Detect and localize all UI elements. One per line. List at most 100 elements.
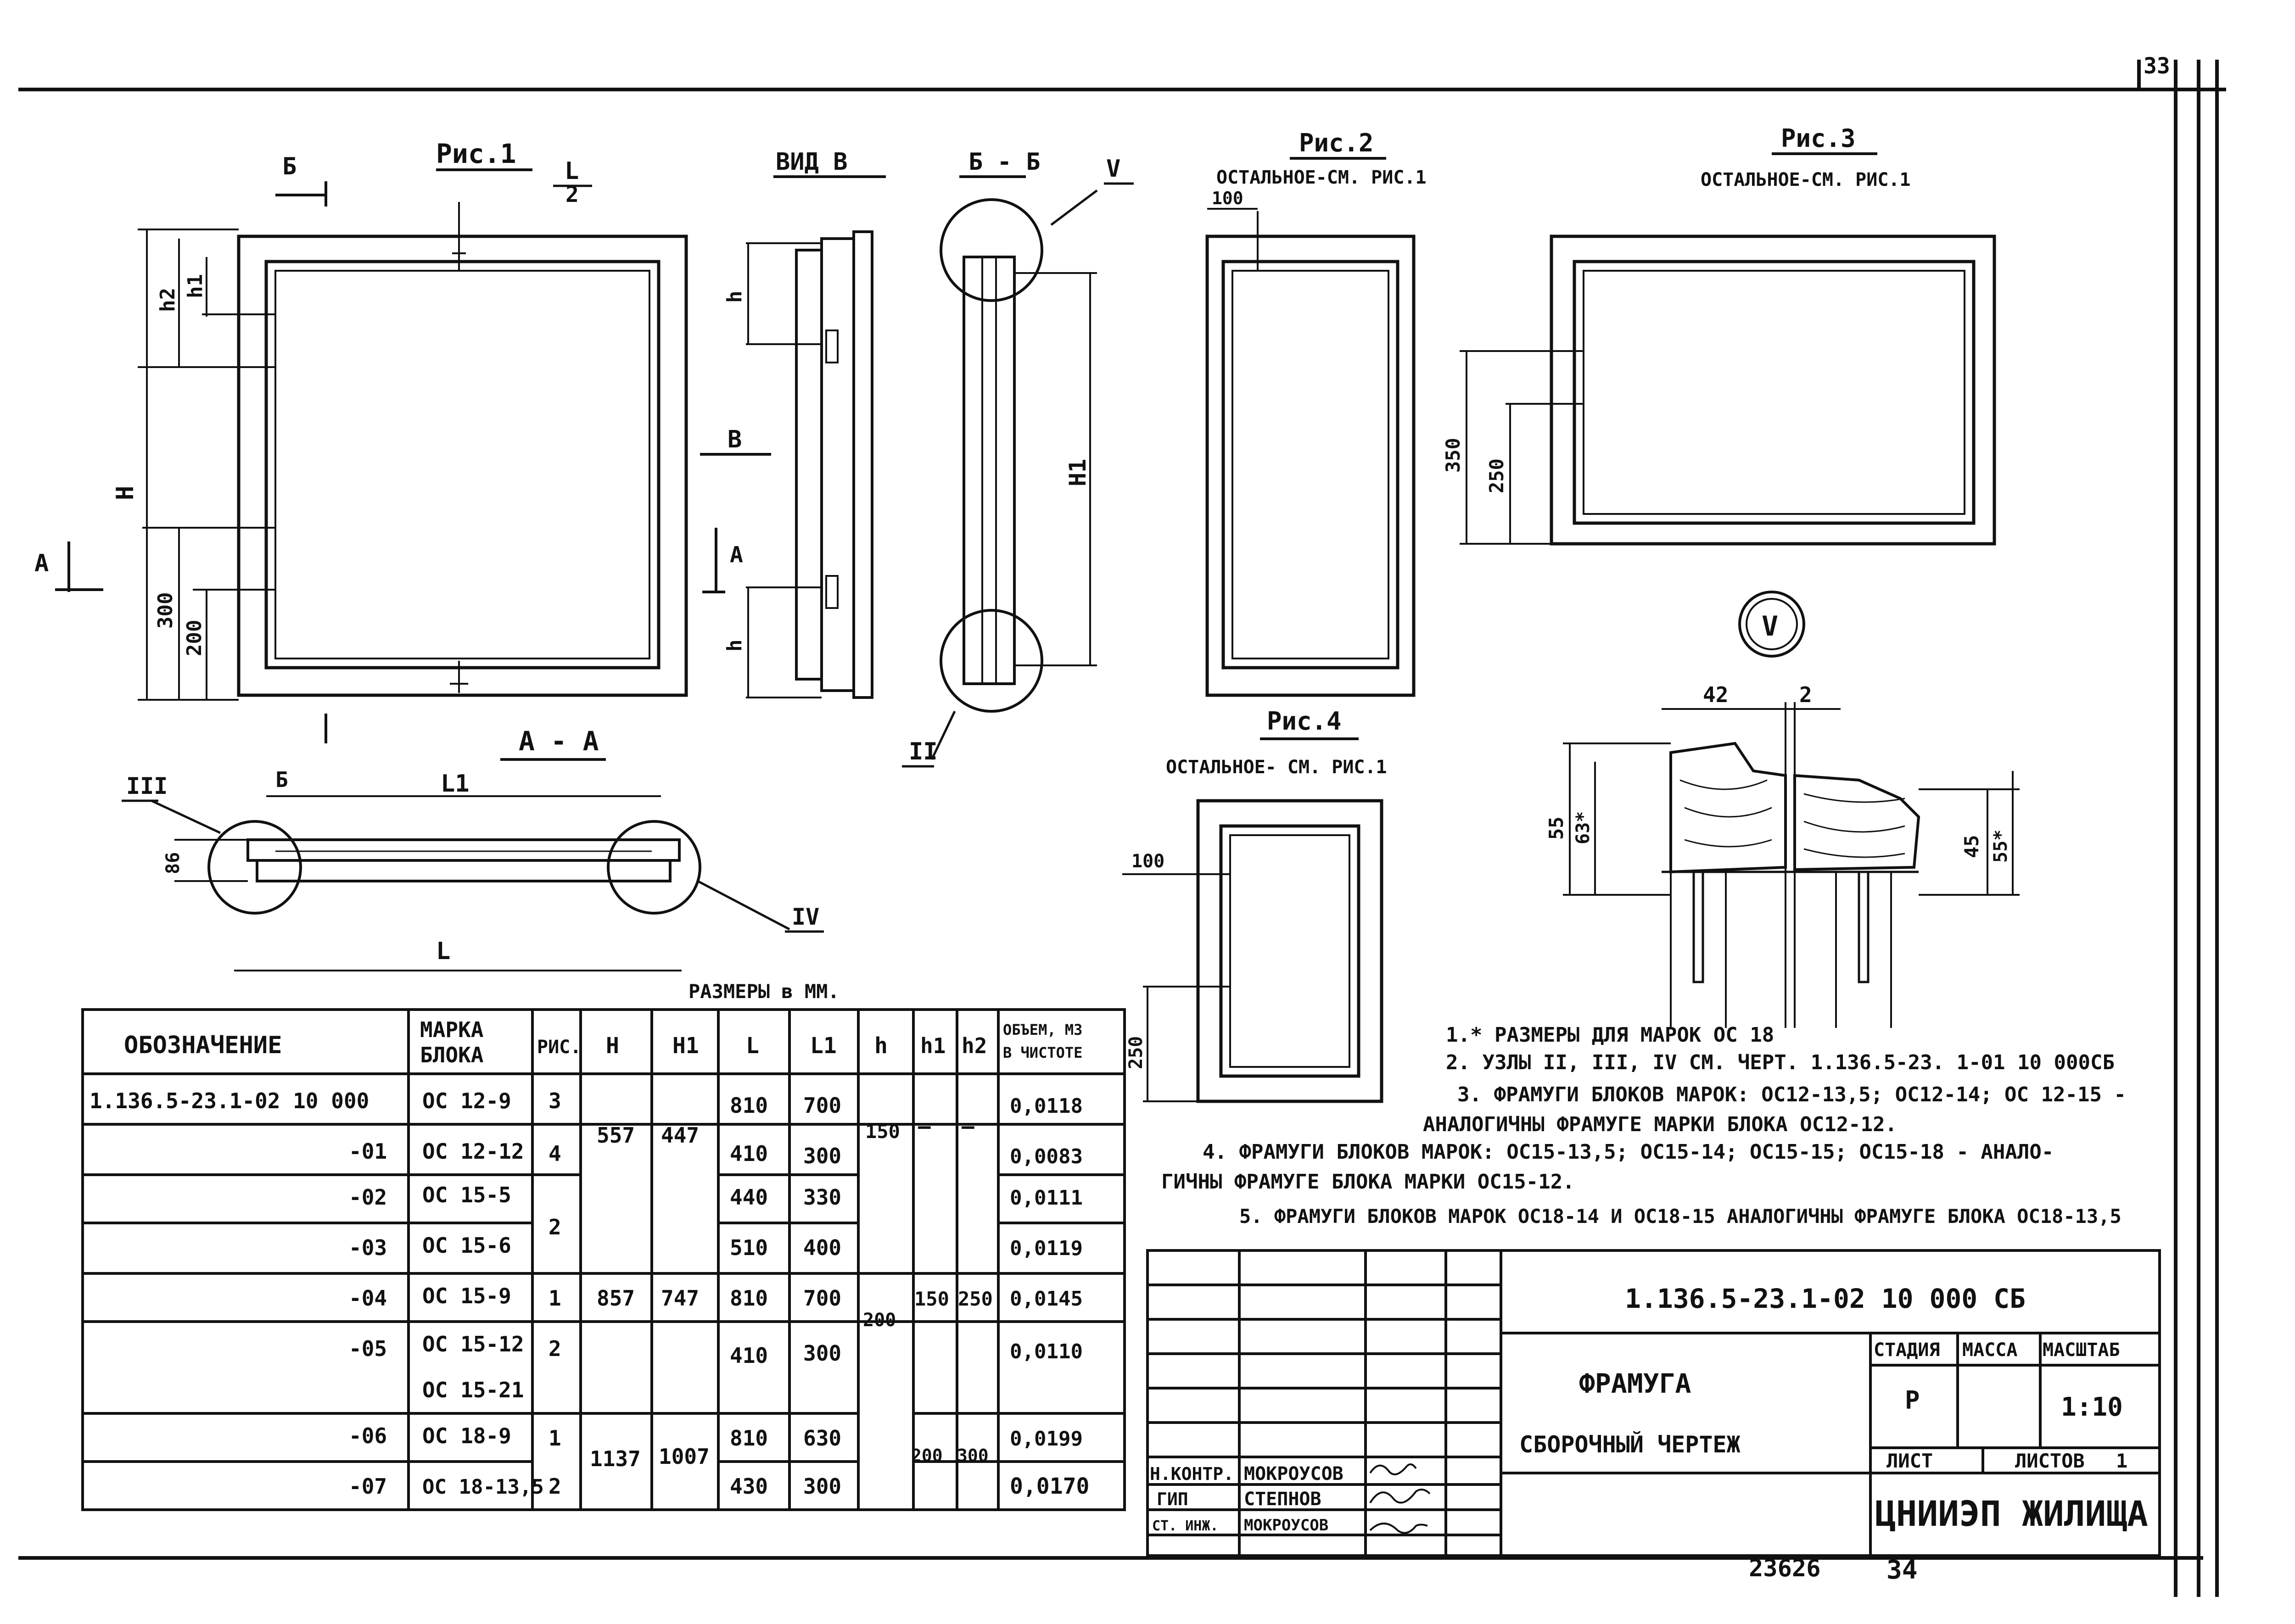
cell-h1-group-b: 150	[914, 1288, 949, 1310]
cell-fig: 2	[549, 1336, 561, 1361]
notes: 1.* РАЗМЕРЫ ДЛЯ МАРОК ОС 18 2. УЗЛЫ II, …	[1161, 1023, 2126, 1228]
table-row: -06 ОС 18-9 1 810 630 0,0199	[349, 1423, 1083, 1451]
table-row: -07 ОС 18-13,5 2 430 300 0,0170	[349, 1473, 1089, 1499]
note-5: 5. ФРАМУГИ БЛОКОВ МАРОК ОС18-14 И ОС18-1…	[1239, 1205, 2121, 1228]
spec-table: ОБОЗНАЧЕНИЕ МАРКА БЛОКА РИС. H H1 L L1 h…	[81, 1008, 1126, 1511]
cell-mark: ОС 15-6	[422, 1233, 511, 1258]
view-v-dim-h-bottom: h	[723, 640, 746, 652]
drawing-name: ФРАМУГА	[1579, 1368, 1691, 1399]
bb-title: Б - Б	[968, 148, 1041, 176]
table-row: -02 ОС 15-5 440 330 0,0111	[349, 1183, 1083, 1210]
fig1-dim-L-den: 2	[565, 182, 579, 207]
staff-name-1: МОКРОУСОВ	[1244, 1463, 1343, 1484]
cell-L: 430	[730, 1474, 768, 1499]
title-block: 1.136.5-23.1-02 10 000 СБ ФРАМУГА СБОРОЧ…	[1146, 1249, 2161, 1585]
table-row: -05 ОС 15-12 ОС 15-21 2 410 300 0,0110	[349, 1332, 1083, 1402]
col-header-vol-2: В ЧИСТОТЕ	[1003, 1044, 1082, 1061]
table-row: -03 ОС 15-6 510 400 0,0119	[349, 1233, 1083, 1260]
aa-dim-L: L	[436, 938, 450, 965]
cut-a-label: A	[34, 550, 49, 577]
note-3: 3. ФРАМУГИ БЛОКОВ МАРОК: ОС12-13,5; ОС12…	[1457, 1083, 2126, 1106]
fig1-dim-200: 200	[183, 620, 206, 656]
scale-value: 1:10	[2061, 1392, 2123, 1422]
cell-vol: 0,0145	[1010, 1287, 1083, 1311]
cell-fig: 2	[549, 1474, 561, 1499]
col-header-h1: h1	[920, 1033, 946, 1058]
staff-name-2: СТЕПНОВ	[1244, 1489, 1321, 1510]
cell-mark: ОС 18-13,5	[422, 1475, 544, 1499]
fig1-dim-h2: h2	[156, 288, 179, 312]
cell-L1: 300	[803, 1341, 841, 1366]
cell-vol: 0,0118	[1010, 1094, 1083, 1118]
detail-dim-63: 63*	[1573, 811, 1594, 844]
cell-code: -03	[349, 1235, 387, 1260]
cell-mark: ОС 18-9	[422, 1423, 511, 1448]
cell-fig: 1	[549, 1426, 561, 1451]
cell-code: 1.136.5-23.1-02 10 000	[90, 1088, 369, 1113]
cell-H1-group-a: 447	[661, 1123, 699, 1148]
cell-vol: 0,0111	[1010, 1186, 1083, 1210]
aa-title: А - А	[519, 725, 599, 757]
node-iii-callout: III	[126, 773, 168, 799]
col-header-mark-1: МАРКА	[420, 1017, 483, 1042]
cell-h-group-b: 200	[863, 1310, 896, 1331]
fig3-dim-250: 250	[1485, 458, 1508, 493]
detail-v: V 42 2 55 63* 45 55*	[1545, 591, 2020, 1028]
figure-2: Рис.2 ОСТАЛЬНОЕ-СМ. РИС.1 100	[1205, 128, 1427, 697]
note-3-cont: АНАЛОГИЧНЫ ФРАМУГЕ МАРКИ БЛОКА ОС12-12.	[1423, 1113, 1897, 1136]
section-a-a: А - А Б L1 L 86 III IV РАЗМЕРЫ в ММ.	[122, 725, 840, 1003]
fig2-subtitle: ОСТАЛЬНОЕ-СМ. РИС.1	[1216, 167, 1427, 188]
cell-L1: 700	[803, 1286, 841, 1311]
sheets-value: 1	[2116, 1450, 2127, 1472]
cell-L1: 330	[803, 1185, 841, 1210]
sheet-label: ЛИСТ	[1886, 1450, 1933, 1472]
sheet-frame	[18, 60, 2226, 1597]
cell-fig: 1	[549, 1286, 561, 1311]
cell-L1: 300	[803, 1474, 841, 1499]
fig1-dim-h1: h1	[184, 274, 207, 298]
view-v: ВИД В h h В А	[700, 148, 886, 699]
stage-value: Р	[1905, 1386, 1920, 1415]
cell-h2-group-c: 300	[957, 1445, 989, 1466]
fig1-dim-L: L	[565, 157, 579, 185]
col-header-L1: L1	[810, 1033, 837, 1059]
cell-vol: 0,0083	[1010, 1145, 1083, 1168]
page-number-bottom: 34	[1886, 1555, 1917, 1585]
note-4: 4. ФРАМУГИ БЛОКОВ МАРОК: ОС15-13,5; ОС15…	[1203, 1140, 2054, 1164]
cell-H-group-b: 857	[597, 1286, 635, 1311]
cell-code: -01	[349, 1139, 387, 1164]
fig4-title: Рис.4	[1267, 707, 1342, 736]
note-4-cont: ГИЧНЫ ФРАМУГЕ БЛОКА МАРКИ ОС15-12.	[1161, 1170, 1575, 1194]
col-header-H1: H1	[672, 1033, 699, 1059]
cell-vol: 0,0110	[1010, 1340, 1083, 1363]
cell-code: -07	[349, 1474, 387, 1499]
drawing-code: 1.136.5-23.1-02 10 000 СБ	[1625, 1283, 2026, 1314]
sheets-label: ЛИСТОВ	[2015, 1450, 2085, 1472]
col-header-fig: РИС.	[537, 1037, 581, 1058]
cell-code: -06	[349, 1423, 387, 1448]
cell-fig: 3	[549, 1088, 561, 1113]
fig2-title: Рис.2	[1299, 128, 1374, 157]
cell-H-group-a: 557	[597, 1123, 635, 1148]
node-v-callout: V	[1106, 155, 1120, 183]
cell-code: -04	[349, 1286, 387, 1311]
col-header-H: H	[606, 1033, 619, 1059]
signatures	[1369, 1463, 1431, 1534]
section-b-b: Б - Б V II H1	[902, 148, 1134, 768]
note-1: 1.* РАЗМЕРЫ ДЛЯ МАРОК ОС 18	[1446, 1023, 1774, 1047]
archive-number: 23626	[1749, 1555, 1821, 1582]
col-header-mark-2: БЛОКА	[420, 1043, 483, 1067]
scale-label: МАСШТАБ	[2043, 1339, 2120, 1361]
cell-L: 810	[730, 1426, 768, 1451]
fig1-dim-300: 300	[154, 592, 177, 629]
cell-mark: ОС 15-5	[422, 1183, 511, 1207]
view-v-arrow-label: В	[728, 426, 742, 453]
cell-L1: 630	[803, 1426, 841, 1451]
node-iv-callout: IV	[792, 904, 819, 930]
aa-cut-label: Б	[275, 767, 288, 792]
cell-L: 410	[730, 1343, 768, 1368]
note-2: 2. УЗЛЫ II, III, IV СМ. ЧЕРТ. 1.136.5-23…	[1446, 1051, 2115, 1074]
detail-dim-45: 45	[1960, 835, 1983, 858]
detail-v-label: V	[1762, 610, 1778, 642]
